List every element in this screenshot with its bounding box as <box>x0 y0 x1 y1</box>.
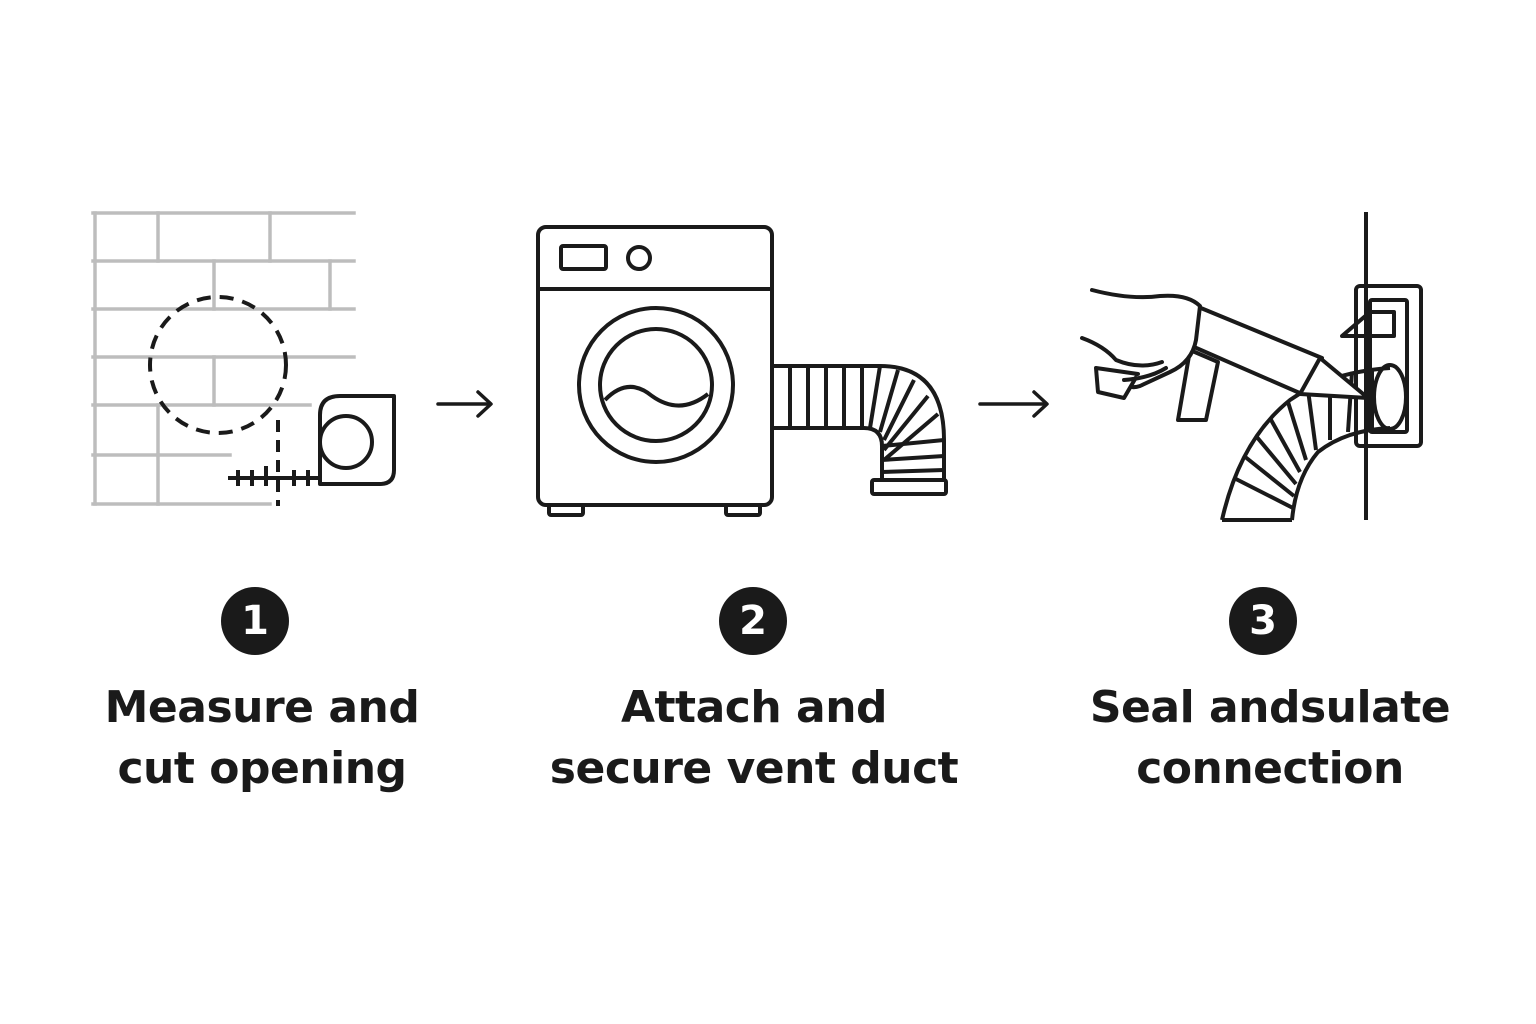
wall-vent-icon <box>1340 212 1423 520</box>
arrow-right-icon <box>436 390 493 418</box>
step-number-badge: 2 <box>719 587 787 655</box>
dryer-icon <box>536 225 774 517</box>
step-number-badge: 1 <box>221 587 289 655</box>
step-caption-line: cut opening <box>117 743 407 794</box>
flexible-duct-icon <box>772 364 948 496</box>
hand-icon <box>1080 288 1202 400</box>
tape-measure-icon <box>228 394 396 486</box>
step-caption-line: connection <box>1136 743 1404 794</box>
step-caption-line: secure vent duct <box>549 743 959 794</box>
step-caption-line: Measure and <box>104 682 420 733</box>
dashed-circle-opening-icon <box>148 295 288 435</box>
caulk-gun-icon <box>1176 304 1370 422</box>
step-caption: Attach and secure vent duct <box>534 677 974 799</box>
step-caption: Measure and cut opening <box>42 677 482 799</box>
brick-wall-icon <box>91 211 356 506</box>
step-caption-line: Seal andsulate <box>1089 682 1451 733</box>
step-number-badge: 3 <box>1229 587 1297 655</box>
flexible-duct-icon <box>1220 366 1391 522</box>
arrow-right-icon <box>978 390 1049 418</box>
step-caption: Seal andsulate connection <box>1050 677 1490 799</box>
step-caption-line: Attach and <box>620 682 888 733</box>
